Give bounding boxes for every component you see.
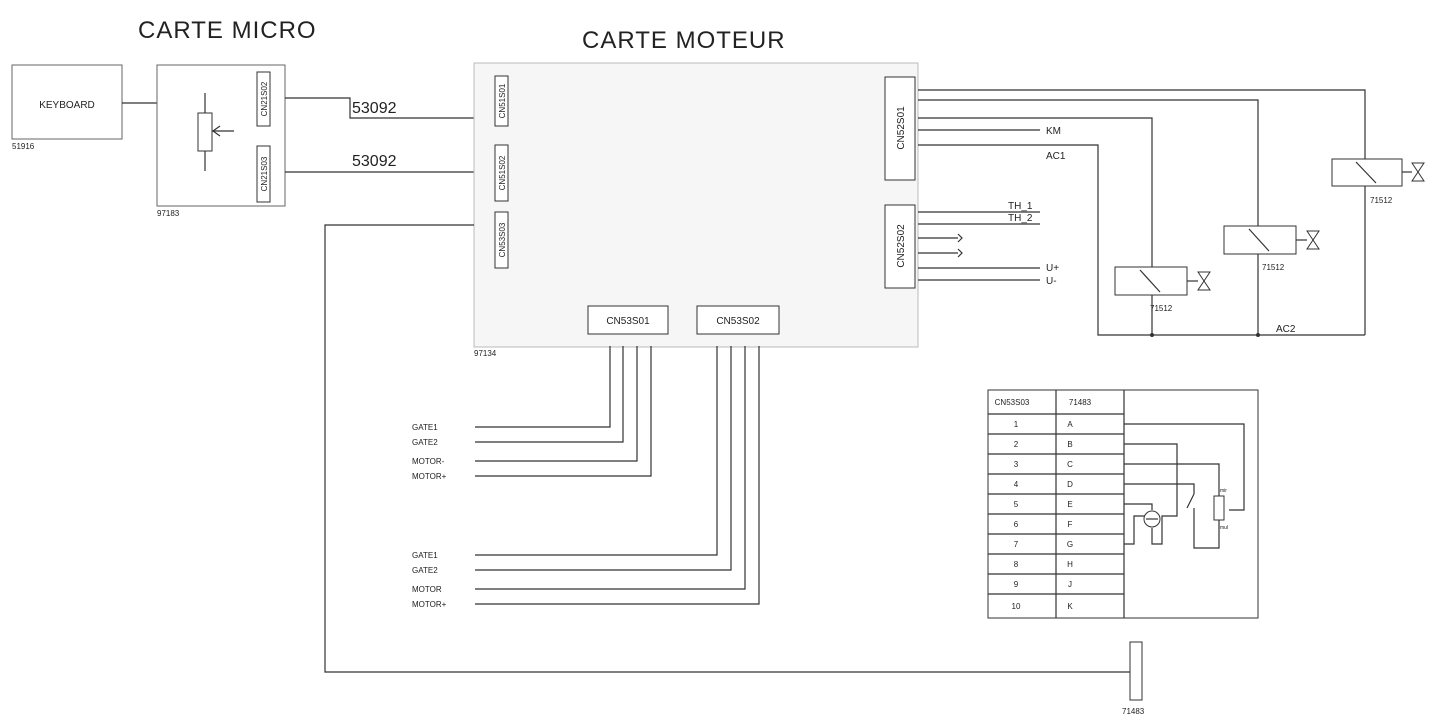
motor1-wires xyxy=(475,346,652,477)
connector-cn21s02-label: CN21S02 xyxy=(260,81,269,116)
pinout-letter-j: J xyxy=(1068,580,1072,589)
connector-71483 xyxy=(1129,641,1143,701)
signal-u-plus: U+ xyxy=(1046,263,1059,274)
keyboard-ref: 51916 xyxy=(12,142,35,151)
junction-dot xyxy=(1256,333,1260,337)
signal-th2: TH_2 xyxy=(1008,213,1033,224)
motor2-motor: MOTOR xyxy=(412,585,442,594)
connector-cn52s02 xyxy=(884,204,916,289)
signal-th1: TH_1 xyxy=(1008,201,1033,212)
pinout-letter-a: A xyxy=(1067,420,1073,429)
keyboard-label: KEYBOARD xyxy=(39,100,95,111)
connector-cn53s02-label: CN53S02 xyxy=(716,316,760,327)
connector-cn52s02-label: CN52S02 xyxy=(896,224,907,268)
motor1-motor-plus: MOTOR+ xyxy=(412,472,447,481)
solenoid-valve-2 xyxy=(1223,225,1320,255)
micro-board-ref: 97183 xyxy=(157,209,180,218)
cable-53092-top-label: 53092 xyxy=(352,100,397,117)
pinout-header-connector: CN53S03 xyxy=(995,398,1030,407)
motor2-gate1: GATE1 xyxy=(412,551,438,560)
pinout-letter-e: E xyxy=(1067,500,1072,509)
pinout-letter-k: K xyxy=(1067,602,1073,611)
keyboard-box xyxy=(11,64,123,140)
cn52s01-wires xyxy=(918,89,1366,336)
title-carte-micro: CARTE MICRO xyxy=(138,17,317,44)
junction-dot xyxy=(1150,333,1154,337)
pinout-letter-h: H xyxy=(1067,560,1073,569)
cable-53092-bottom-label: 53092 xyxy=(352,153,397,170)
connector-cn51s01 xyxy=(494,75,509,127)
signal-ac1: AC1 xyxy=(1046,151,1066,162)
title-carte-moteur: CARTE MOTEUR xyxy=(582,27,786,54)
solenoid-valve-1 xyxy=(1114,266,1211,296)
pot-label-top: mir xyxy=(1220,488,1227,494)
connector-cn21s02 xyxy=(256,71,271,127)
connector-cn21s03 xyxy=(256,145,271,203)
connector-cn51s02-label: CN51S02 xyxy=(498,155,507,190)
motor2-gate2: GATE2 xyxy=(412,566,438,575)
pinout-pin-5: 5 xyxy=(1014,500,1019,509)
pinout-internal-wiring xyxy=(1124,423,1245,549)
pinout-pin-7: 7 xyxy=(1014,540,1019,549)
pinout-pin-1: 1 xyxy=(1014,420,1019,429)
valve-1-ref: 71512 xyxy=(1150,304,1173,313)
signal-u-minus: U- xyxy=(1046,276,1057,287)
cable-53092-top xyxy=(285,97,474,119)
motor-board xyxy=(473,62,919,348)
cn52s02-wires xyxy=(918,211,1040,281)
pinout-letter-b: B xyxy=(1067,440,1072,449)
pinout-letter-f: F xyxy=(1068,520,1073,529)
pinout-pin-2: 2 xyxy=(1014,440,1019,449)
valve-3-ref: 71512 xyxy=(1370,196,1393,205)
connector-cn52s01-label: CN52S01 xyxy=(896,106,907,150)
pinout-pin-10: 10 xyxy=(1012,602,1021,611)
motor-board-ref: 97134 xyxy=(474,349,497,358)
connector-cn52s01 xyxy=(884,76,916,181)
pinout-letter-c: C xyxy=(1067,460,1073,469)
connector-cn51s01-label: CN51S01 xyxy=(498,83,507,118)
pinout-pin-6: 6 xyxy=(1014,520,1019,529)
valve-2-ref: 71512 xyxy=(1262,263,1285,272)
motor1-motor-minus: MOTOR- xyxy=(412,457,445,466)
pinout-pin-4: 4 xyxy=(1014,480,1019,489)
motor1-gate1: GATE1 xyxy=(412,423,438,432)
connector-cn53s03-label: CN53S03 xyxy=(498,222,507,257)
motor1-gate2: GATE2 xyxy=(412,438,438,447)
connector-cn21s03-label: CN21S03 xyxy=(260,156,269,191)
pinout-letter-g: G xyxy=(1067,540,1073,549)
connector-cn51s02 xyxy=(494,144,509,202)
pot-label-bottom: mul xyxy=(1220,525,1228,531)
pinout-header-part: 71483 xyxy=(1069,398,1092,407)
pinout-pin-3: 3 xyxy=(1014,460,1019,469)
connector-cn53s03 xyxy=(494,211,509,269)
pinout-table xyxy=(987,389,1259,619)
potentiometer-small xyxy=(1213,495,1225,521)
motor2-motor-plus: MOTOR+ xyxy=(412,600,447,609)
cn53s03-cable xyxy=(324,224,1130,673)
pinout-pin-8: 8 xyxy=(1014,560,1019,569)
potentiometer-symbol xyxy=(197,93,234,171)
signal-ac2: AC2 xyxy=(1276,324,1296,335)
motor2-wires xyxy=(475,346,760,605)
connector-cn53s02 xyxy=(696,305,780,335)
connector-cn53s01-label: CN53S01 xyxy=(606,316,650,327)
connector-cn53s01 xyxy=(587,305,669,335)
solenoid-valve-3 xyxy=(1331,158,1425,187)
signal-km: KM xyxy=(1046,126,1061,137)
pinout-letter-d: D xyxy=(1067,480,1073,489)
connector-71483-ref: 71483 xyxy=(1122,707,1145,716)
pinout-pin-9: 9 xyxy=(1014,580,1019,589)
